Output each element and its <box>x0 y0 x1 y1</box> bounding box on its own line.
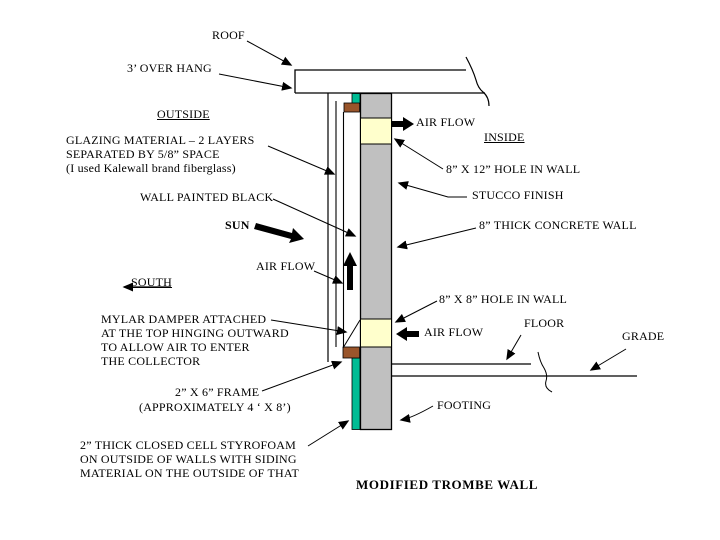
label-inside: INSIDE <box>484 130 525 144</box>
leader-mylar <box>270 319 348 336</box>
air-flow-top-arrow-icon <box>391 117 414 131</box>
label-styrofoam-line1: 2” THICK CLOSED CELL STYROFOAM <box>80 438 297 452</box>
label-mylar-line2: AT THE TOP HINGING OUTWARD <box>101 326 289 340</box>
label-concrete-wall: 8” THICK CONCRETE WALL <box>479 218 637 232</box>
frame-top-block <box>343 102 360 113</box>
label-mylar-line3: TO ALLOW AIR TO ENTER <box>101 340 250 354</box>
label-mylar: MYLAR DAMPER ATTACHED AT THE TOP HINGING… <box>101 312 289 368</box>
label-frame-line2: (APPROXIMATELY 4 ‘ X 8’) <box>139 400 291 414</box>
label-overhang: 3’ OVER HANG <box>127 61 212 75</box>
label-grade: GRADE <box>622 329 665 343</box>
label-south: SOUTH <box>131 275 173 289</box>
label-hole-bottom: 8” X 8” HOLE IN WALL <box>439 292 568 306</box>
leader-roof <box>246 40 293 66</box>
label-air-flow-mid: AIR FLOW <box>256 259 316 273</box>
roof-break-squiggle <box>465 56 490 107</box>
label-mylar-line1: MYLAR DAMPER ATTACHED <box>101 312 267 326</box>
air-flow-rising-arrow-icon <box>343 252 357 290</box>
air-flow-bottom-arrow-icon <box>396 327 419 341</box>
frame-bottom-block <box>342 346 360 359</box>
sun-arrow-icon <box>254 223 304 243</box>
leader-air-flow-mid <box>313 270 344 284</box>
label-floor: FLOOR <box>524 316 565 330</box>
label-glazing-line1: GLAZING MATERIAL – 2 LAYERS <box>66 133 255 147</box>
label-air-flow-top: AIR FLOW <box>416 115 476 129</box>
leader-footing <box>399 405 434 423</box>
label-wall-painted-black: WALL PAINTED BLACK <box>140 190 274 204</box>
leader-grade <box>589 348 627 371</box>
label-styrofoam: 2” THICK CLOSED CELL STYROFOAM ON OUTSID… <box>80 438 299 480</box>
styrofoam-top-block <box>351 93 361 104</box>
leader-concrete <box>396 227 477 250</box>
leader-glazing <box>267 145 336 175</box>
roof-outline <box>294 69 466 93</box>
diagram-title: MODIFIED TROMBE WALL <box>356 477 538 492</box>
label-outside: OUTSIDE <box>157 107 210 121</box>
styrofoam-strip <box>351 357 361 430</box>
concrete-wall <box>359 92 393 431</box>
leader-floor <box>506 334 522 361</box>
label-sun: SUN <box>225 218 250 232</box>
leader-overhang <box>218 73 293 91</box>
label-footing: FOOTING <box>437 398 492 412</box>
leader-styrofoam <box>307 420 350 447</box>
label-glazing-line3: (I used Kalewall brand fiberglass) <box>66 161 236 175</box>
label-frame-line1: 2” X 6” FRAME <box>175 385 260 399</box>
leader-wall-painted-black <box>272 198 357 237</box>
label-roof: ROOF <box>212 28 245 42</box>
leader-frame <box>261 360 343 392</box>
label-styrofoam-line3: MATERIAL ON THE OUTSIDE OF THAT <box>80 466 299 480</box>
leader-stucco <box>397 181 467 198</box>
label-mylar-line4: THE COLLECTOR <box>101 354 201 368</box>
leader-hole-top <box>393 138 444 170</box>
bottom-vent-hole <box>360 318 392 348</box>
mylar-damper <box>342 319 361 349</box>
leader-hole-bottom <box>394 300 438 323</box>
floor-break-squiggle <box>537 351 553 393</box>
label-hole-top: 8” X 12” HOLE IN WALL <box>446 162 581 176</box>
label-glazing-line2: SEPARATED BY 5/8” SPACE <box>66 147 220 161</box>
label-air-flow-bottom: AIR FLOW <box>424 325 484 339</box>
top-vent-hole <box>360 117 392 145</box>
label-stucco: STUCCO FINISH <box>472 188 564 202</box>
label-glazing: GLAZING MATERIAL – 2 LAYERS SEPARATED BY… <box>66 133 255 175</box>
label-styrofoam-line2: ON OUTSIDE OF WALLS WITH SIDING <box>80 452 297 466</box>
